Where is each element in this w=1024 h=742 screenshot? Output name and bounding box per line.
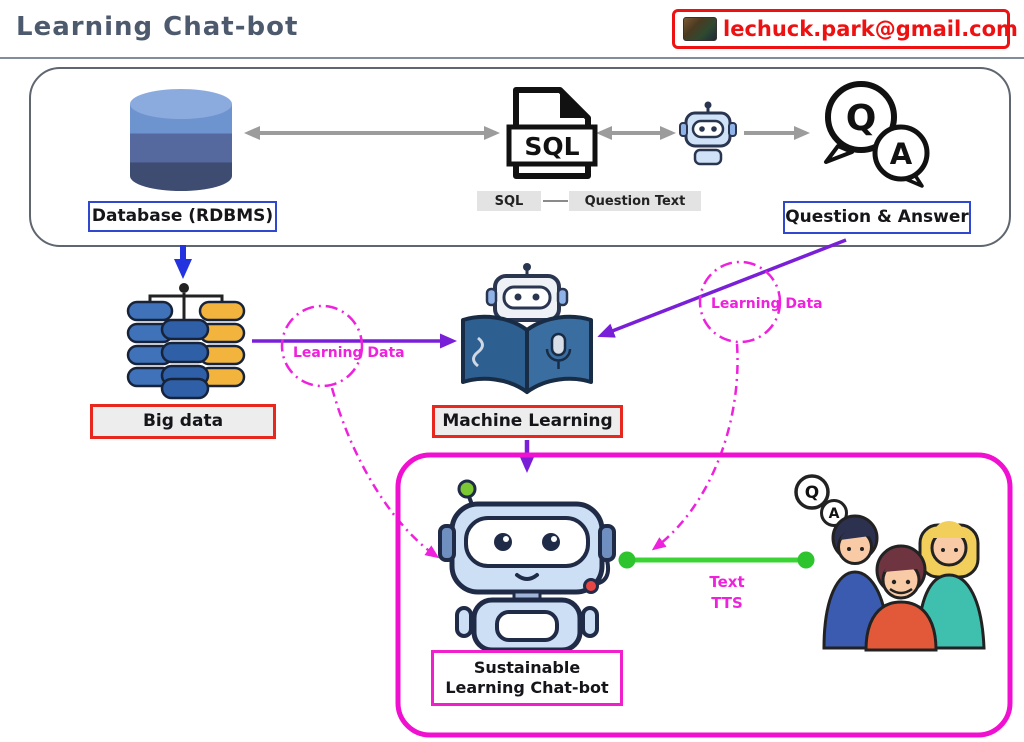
page-title: Learning Chat-bot: [16, 12, 299, 42]
sql-file-icon: SQL: [506, 87, 598, 179]
tts-link: [618, 551, 815, 569]
sql-tag: SQL: [477, 191, 541, 211]
chatbot-small-icon: [679, 101, 737, 166]
machine-learning-label: Machine Learning: [432, 405, 623, 438]
curve-learningdata-left-to-bot: [330, 387, 440, 559]
machine-learning-icon: [461, 263, 593, 394]
a-letter: A: [890, 137, 913, 171]
people-a-letter: A: [829, 506, 840, 522]
chatbot-large-icon: [438, 479, 616, 653]
machine-learning-label-text: Machine Learning: [442, 410, 613, 431]
q-letter: Q: [846, 98, 877, 139]
people-group-icon: [822, 514, 986, 652]
text-tts-line1: Text: [709, 573, 745, 591]
email-badge: lechuck.park@gmail.com: [672, 9, 1018, 49]
sustainable-chatbot-label: Sustainable Learning Chat-bot: [431, 650, 623, 706]
curve-learningdata-right-to-bot: [651, 343, 739, 551]
people-q-letter: Q: [805, 483, 819, 503]
people-qa-bubble-icon: Q A: [794, 474, 848, 527]
sustainable-chatbot-label-line1: Sustainable: [473, 658, 581, 677]
big-data-label: Big data: [90, 404, 276, 439]
learning-data-circle-left: [280, 304, 364, 388]
question-answer-label: Question & Answer: [783, 201, 971, 234]
database-label: Database (RDBMS): [88, 201, 277, 232]
sql-icon-text: SQL: [524, 132, 579, 161]
database-label-text: Database (RDBMS): [91, 205, 274, 226]
sql-tag-text: SQL: [494, 193, 524, 209]
title-divider: [0, 57, 1024, 59]
email-text: lechuck.park@gmail.com: [723, 17, 1018, 41]
text-tts-line2: TTS: [711, 594, 743, 612]
question-answer-label-text: Question & Answer: [785, 206, 969, 227]
learning-data-right-text: Learning Data: [711, 296, 823, 312]
big-data-icon: [126, 283, 246, 400]
learning-data-left-text: Learning Data: [293, 345, 405, 361]
avatar-icon: [683, 17, 717, 41]
chatbot-panel-border: [395, 452, 1013, 738]
question-answer-icon: Q A: [824, 81, 930, 188]
text-tts-label: Text TTS: [694, 572, 760, 614]
learning-data-circle-right: [698, 260, 782, 344]
big-data-label-text: Big data: [142, 410, 224, 431]
database-icon: [130, 89, 232, 191]
arrow-qa-ml: [597, 238, 847, 338]
sustainable-chatbot-label-line2: Learning Chat-bot: [445, 678, 609, 697]
question-text-tag-text: Question Text: [584, 193, 686, 209]
question-text-tag: Question Text: [569, 191, 701, 211]
